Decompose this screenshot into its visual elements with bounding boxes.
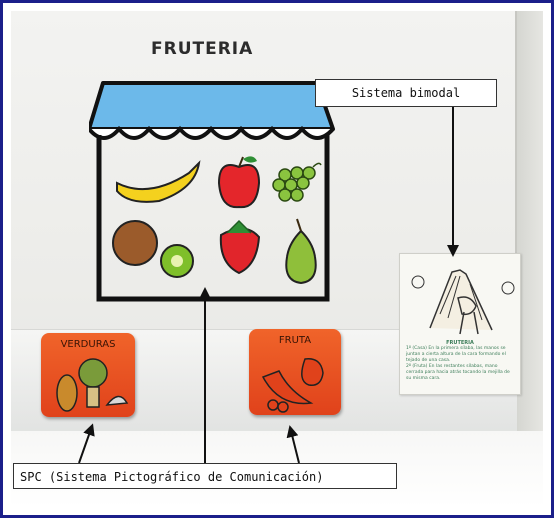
sign-hands-icon xyxy=(411,269,515,335)
sign-card-text: FRUTERIA 1º (Casa) En la primera sílaba,… xyxy=(406,340,514,382)
banana-icon xyxy=(116,160,201,203)
apple-icon xyxy=(217,156,261,209)
bimodal-label: Sistema bimodal xyxy=(315,79,497,107)
fruit-shop-pictogram xyxy=(89,81,335,302)
kiwi-icon xyxy=(112,220,158,266)
spc-arrow-verduras xyxy=(78,423,95,464)
kiwi-slice-icon xyxy=(160,244,194,278)
poster-edge xyxy=(515,11,517,341)
vegetables-icon xyxy=(56,358,129,412)
fruta-tile: FRUTA xyxy=(249,329,341,415)
sign-card-line-1: 1º (Casa) En la primera sílaba, las mano… xyxy=(406,346,506,363)
pear-icon xyxy=(285,218,317,285)
sign-card-line-2: 2º (Fruta) En las restantes sílabas, man… xyxy=(406,364,510,381)
bimodal-sign-card: FRUTERIA 1º (Casa) En la primera sílaba,… xyxy=(399,253,521,395)
verduras-label: VERDURAS xyxy=(60,339,116,350)
wall-strip xyxy=(517,11,543,507)
grapes-icon xyxy=(272,162,322,202)
strawberry-icon xyxy=(219,219,261,275)
verduras-tile: VERDURAS xyxy=(41,333,135,417)
spc-arrow-fruta xyxy=(286,425,300,464)
fruit-icon xyxy=(261,358,324,413)
sign-card-title: FRUTERIA xyxy=(446,340,474,346)
fruta-label: FRUTA xyxy=(278,335,312,346)
poster-title: FRUTERIA xyxy=(151,39,254,59)
annotation-arrows xyxy=(78,107,459,464)
spc-label: SPC (Sistema Pictográfico de Comunicació… xyxy=(13,463,397,489)
